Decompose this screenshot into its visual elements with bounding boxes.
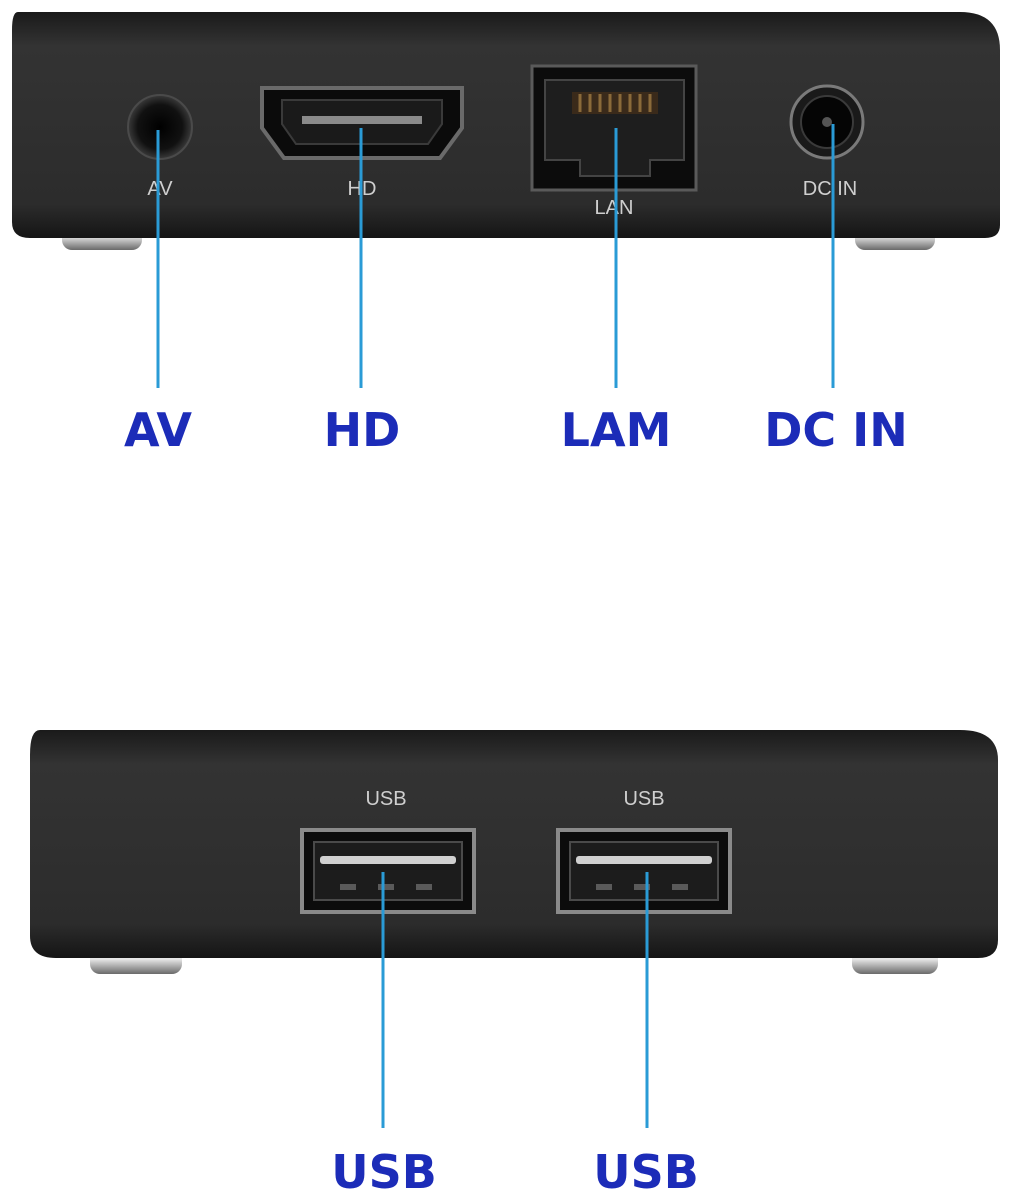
device-body-bottom xyxy=(30,730,998,958)
av-port-label: AV xyxy=(147,178,173,200)
usb-right-port-label: USB xyxy=(623,788,664,810)
lan-callout: LAM xyxy=(561,403,672,457)
dc-in-callout: DC IN xyxy=(764,403,908,457)
hd-callout: HD xyxy=(324,403,401,457)
av-jack xyxy=(127,94,193,160)
dc-in-port-label: DC IN xyxy=(803,178,857,200)
bottom-device: USB USB xyxy=(30,730,998,974)
usb-left-port-label: USB xyxy=(365,788,406,810)
usb-left-callout: USB xyxy=(331,1145,437,1199)
dc-in-jack xyxy=(789,84,865,160)
usb-left-port xyxy=(300,828,476,914)
lan-port xyxy=(530,64,698,192)
top-device: AV HD LAN xyxy=(12,12,1000,250)
usb-right-port xyxy=(556,828,732,914)
device-body-top xyxy=(12,12,1000,238)
usb-right-callout: USB xyxy=(593,1145,699,1199)
hdmi-port xyxy=(260,86,464,160)
lan-port-label: LAN xyxy=(595,197,634,219)
av-callout: AV xyxy=(124,403,192,457)
